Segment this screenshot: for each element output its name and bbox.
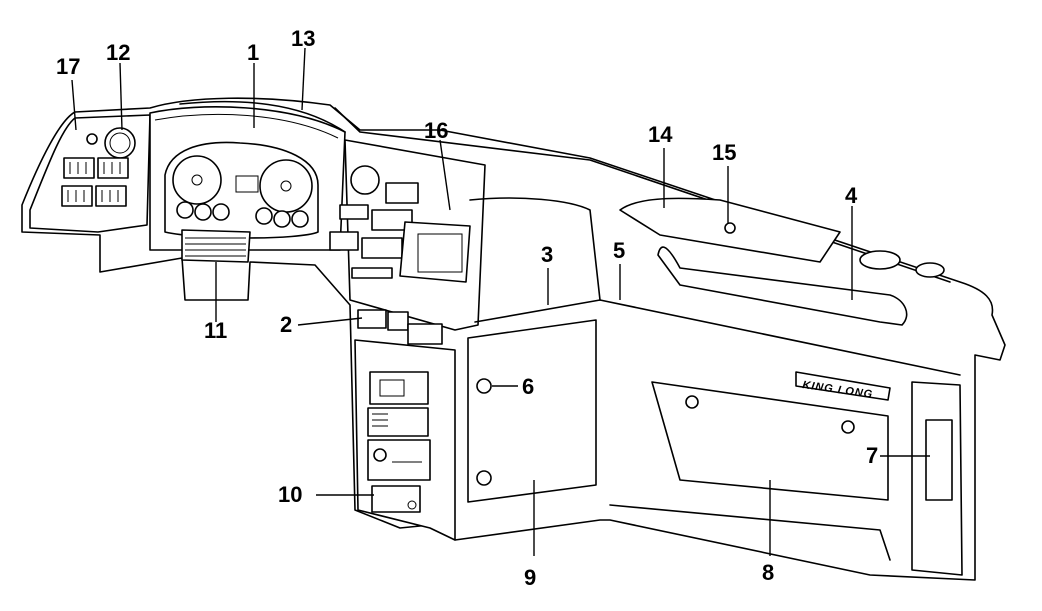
center-switch-bank [329, 182, 419, 279]
fastener-6-top [476, 378, 492, 394]
callout-5: 5 [613, 238, 626, 263]
radio-unit [367, 371, 429, 437]
right-round-vent-b [915, 262, 945, 278]
callout-6: 6 [522, 374, 535, 399]
callout-16: 16 [424, 118, 449, 143]
callout-4: 4 [845, 183, 858, 208]
indicator-17 [86, 133, 98, 145]
callout-11: 11 [204, 318, 228, 343]
callout-17: 17 [56, 54, 81, 79]
callout-2: 2 [280, 312, 293, 337]
fastener-6-bottom [476, 470, 492, 486]
speedometer-gauge [259, 159, 313, 213]
lower-panel-8 [651, 381, 889, 501]
callout-15: 15 [712, 140, 737, 165]
callout-13: 13 [291, 26, 316, 51]
callout-14: 14 [648, 122, 673, 147]
lower-door-9 [467, 319, 597, 503]
callout-3: 3 [541, 242, 554, 267]
display-screen [399, 221, 471, 283]
cluster-visor-13 [179, 100, 346, 133]
right-round-vent-a [859, 250, 901, 270]
left-switch-bank [61, 157, 129, 207]
cd-player [367, 439, 431, 481]
tachometer-gauge [172, 155, 222, 205]
callout-7: 7 [866, 443, 879, 468]
leader-lines [71, 47, 930, 556]
brand-plate [795, 371, 891, 401]
ashtray-10 [371, 485, 421, 513]
callout-8: 8 [762, 560, 775, 585]
callout-12: 12 [106, 40, 131, 65]
lower-vent-11 [181, 229, 251, 263]
lock-15 [724, 222, 736, 234]
grab-handle-4 [657, 246, 908, 326]
callout-10: 10 [278, 482, 303, 507]
callout-1: 1 [247, 40, 260, 65]
small-gauges [176, 201, 309, 228]
center-round-vent [350, 165, 380, 195]
callout-9: 9 [524, 565, 537, 590]
switch-row-2 [357, 309, 443, 345]
